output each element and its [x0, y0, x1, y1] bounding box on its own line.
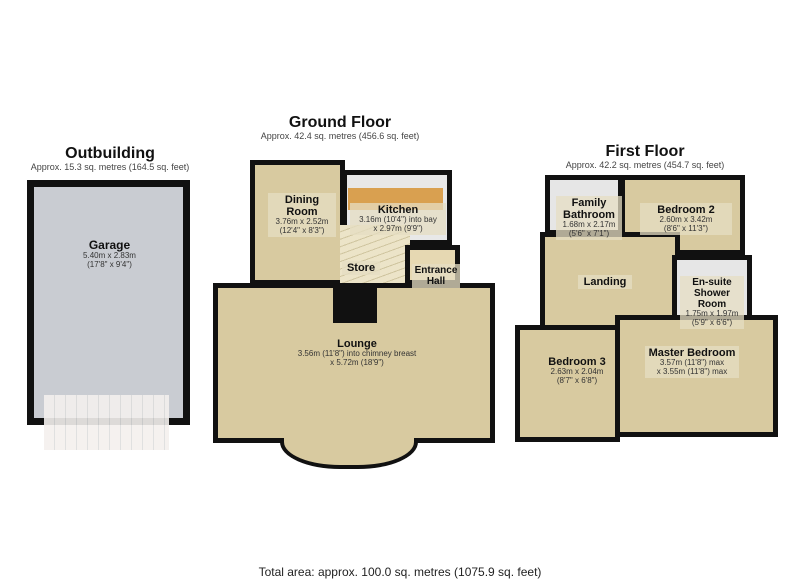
room-label-family-bathroom: Family Bathroom 1.68m x 2.17m (5'6" x 7'…	[556, 196, 622, 240]
room-label-kitchen: Kitchen 3.16m (10'4") into bay x 2.97m (…	[350, 203, 446, 235]
room-label-ensuite: En-suite Shower Room 1.75m x 1.97m (5'9"…	[680, 276, 744, 329]
room-label-landing: Landing	[578, 275, 632, 290]
room-label-bedroom-2: Bedroom 2 2.60m x 3.42m (8'6" x 11'3")	[640, 203, 732, 235]
room-label-garage: Garage 5.40m x 2.83m (17'8" x 9'4")	[83, 238, 136, 269]
garage-door	[44, 395, 169, 450]
ground-floor-area: Approx. 42.4 sq. metres (456.6 sq. feet)	[260, 131, 420, 141]
lounge-bay	[280, 438, 418, 469]
ground-floor-title: Ground Floor	[288, 114, 392, 131]
room-label-master-bedroom: Master Bedroom 3.57m (11'8") max x 3.55m…	[645, 346, 739, 378]
outbuilding-area: Approx. 15.3 sq. metres (164.5 sq. feet)	[30, 162, 190, 172]
first-floor-area: Approx. 42.2 sq. metres (454.7 sq. feet)	[565, 160, 725, 170]
chimney-breast	[333, 283, 377, 323]
total-area: Total area: approx. 100.0 sq. metres (10…	[258, 565, 542, 579]
garage-floor	[27, 180, 190, 425]
first-floor-title: First Floor	[605, 143, 685, 160]
room-label-bedroom-3: Bedroom 3 2.63m x 2.04m (8'7" x 6'8")	[548, 356, 606, 385]
room-label-entrance-hall: Entrance Hall	[412, 264, 460, 288]
room-label-store: Store	[342, 261, 380, 276]
outbuilding-title: Outbuilding	[65, 145, 155, 162]
room-label-dining-room: Dining Room 3.76m x 2.52m (12'4" x 8'3")	[268, 193, 336, 237]
room-label-lounge: Lounge 3.56m (11'8") into chimney breast…	[297, 338, 417, 367]
